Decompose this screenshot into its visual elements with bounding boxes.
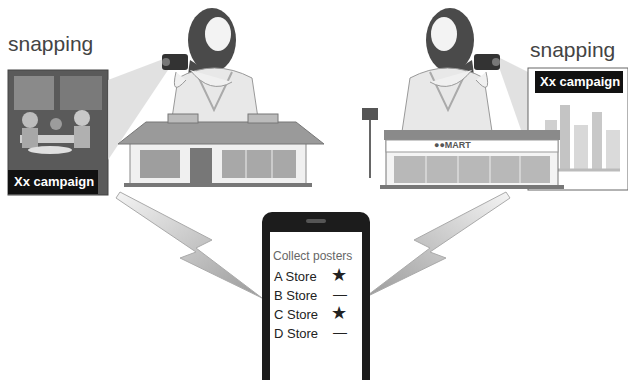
convenience-store xyxy=(362,108,564,189)
store-sign: ●●MART xyxy=(434,141,471,151)
campaign-label: Xx campaign xyxy=(14,175,94,189)
signal-bolt xyxy=(116,192,262,298)
restaurant-building-part xyxy=(222,150,296,178)
convenience-store-part xyxy=(384,130,560,140)
convenience-store-part xyxy=(520,156,521,183)
woman-figure-part xyxy=(162,58,170,66)
restaurant-building-part xyxy=(140,150,180,178)
convenience-store-part xyxy=(394,156,550,183)
restaurant-building xyxy=(118,114,324,187)
restaurant-poster-part xyxy=(74,110,90,126)
restaurant-building-part xyxy=(272,150,273,178)
collected-star: ★ xyxy=(331,266,347,286)
restaurant-building-part xyxy=(130,140,306,184)
woman-figure-part xyxy=(426,8,474,72)
action-label: snapping xyxy=(530,38,615,61)
restaurant-building-part xyxy=(168,114,198,123)
convenience-store-part xyxy=(386,140,558,152)
smartphone-part xyxy=(262,212,370,380)
restaurant-poster-part xyxy=(50,118,62,130)
convenience-store-part xyxy=(369,115,371,178)
phone-screen: Collect posters A Store ★ B Store — C Store ★ D… xyxy=(270,232,362,380)
store-name: D Store xyxy=(274,327,318,341)
convenience-store-part xyxy=(386,140,558,186)
restaurant-poster-part xyxy=(8,70,108,195)
restaurant-building-part xyxy=(190,148,212,184)
restaurant-building-part xyxy=(118,122,324,144)
restaurant-building-part xyxy=(246,150,247,178)
store-name: B Store xyxy=(274,289,317,303)
convenience-store-part xyxy=(490,156,491,183)
campaign-label: Xx campaign xyxy=(540,75,620,89)
city-poster-part xyxy=(592,112,602,170)
city-poster-part xyxy=(606,130,620,170)
restaurant-poster-part xyxy=(28,146,72,154)
missing-dash: — xyxy=(333,325,347,340)
signal-bolt xyxy=(364,192,510,298)
woman-figure-part xyxy=(431,17,457,51)
campaign-tag: Xx campaign xyxy=(535,71,623,93)
restaurant-poster-part xyxy=(22,112,38,128)
woman-figure-part xyxy=(190,70,232,86)
smartphone-part xyxy=(306,219,326,223)
signal-bolt-part xyxy=(364,192,510,298)
screen-title: Collect posters xyxy=(273,250,352,263)
restaurant-building-part xyxy=(248,114,278,123)
woman-figure-part xyxy=(476,72,488,87)
collected-star: ★ xyxy=(331,304,347,324)
store-name: A Store xyxy=(274,270,317,284)
woman-figure-part xyxy=(162,54,188,70)
missing-dash: — xyxy=(333,287,347,302)
convenience-store-part xyxy=(458,156,459,183)
action-label: snapping xyxy=(8,32,93,55)
smartphone xyxy=(262,212,370,380)
restaurant-poster-part xyxy=(22,128,38,148)
city-poster-part xyxy=(574,125,588,170)
store-name: C Store xyxy=(274,308,318,322)
woman-figure-part xyxy=(205,17,231,51)
convenience-store-part xyxy=(380,185,564,189)
woman-figure-part xyxy=(474,54,500,70)
city-poster-part xyxy=(560,105,570,170)
campaign-tag: Xx campaign xyxy=(8,170,98,194)
woman-figure xyxy=(400,8,500,145)
restaurant-poster-part xyxy=(14,76,54,110)
restaurant-poster-part xyxy=(74,126,90,148)
convenience-store-part xyxy=(362,108,378,120)
woman-figure-part xyxy=(430,70,472,86)
restaurant-building-part xyxy=(124,183,312,187)
restaurant-poster-part xyxy=(60,76,102,110)
signal-bolt-part xyxy=(116,192,262,298)
convenience-store-part xyxy=(426,156,427,183)
restaurant-poster xyxy=(8,70,108,195)
woman-figure-part xyxy=(174,72,186,87)
woman-figure-part xyxy=(188,8,236,72)
woman-figure-part xyxy=(492,58,500,66)
